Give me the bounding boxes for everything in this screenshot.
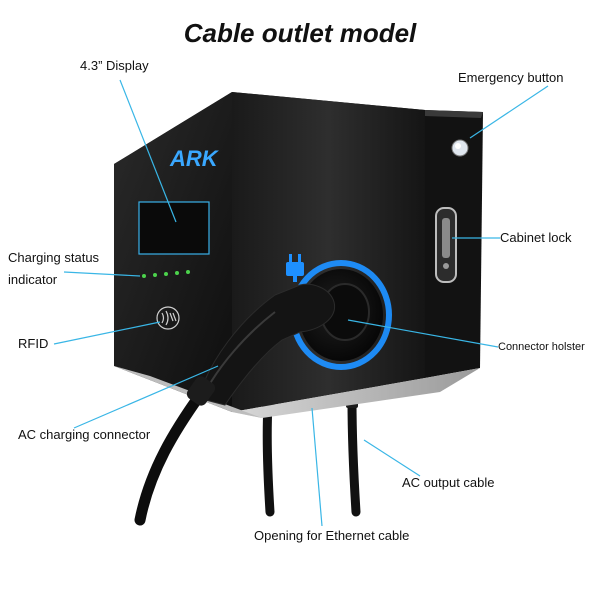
label-emergency-button: Emergency button: [458, 70, 564, 85]
charging-status-leds: [142, 270, 190, 278]
diagram-title: Cable outlet model: [183, 18, 417, 48]
display-screen: [138, 201, 210, 255]
ac-charging-connector: [134, 283, 336, 526]
callout-line-ac-output: [363, 439, 421, 477]
label-display: 4.3” Display: [80, 58, 149, 73]
label-charging-status-line2: indicator: [8, 272, 58, 287]
callout-line-charging-status: [63, 271, 141, 277]
label-charging-status-line1: Charging status: [8, 250, 100, 265]
cabinet-lock: [435, 207, 457, 283]
plug-icon: [286, 254, 304, 282]
callout-line-ethernet: [311, 407, 323, 527]
emergency-button-icon: [451, 139, 469, 157]
label-cabinet-lock: Cabinet lock: [500, 230, 572, 245]
label-ethernet-opening: Opening for Ethernet cable: [254, 528, 410, 543]
callout-line-emergency: [469, 85, 549, 139]
callout-lines: [53, 79, 549, 527]
callout-line-ac-connector: [73, 365, 219, 429]
callout-line-rfid: [53, 321, 161, 345]
label-ac-charging-connector: AC charging connector: [18, 427, 151, 442]
brand-logo: ARK: [169, 146, 220, 171]
label-rfid: RFID: [18, 336, 49, 351]
callout-line-connector-holster: [347, 319, 499, 348]
label-connector-holster: Connector holster: [498, 341, 585, 353]
contactless-nfc-icon: [156, 306, 180, 330]
label-ac-output-cable: AC output cable: [402, 475, 495, 490]
callout-line-display: [119, 79, 177, 223]
